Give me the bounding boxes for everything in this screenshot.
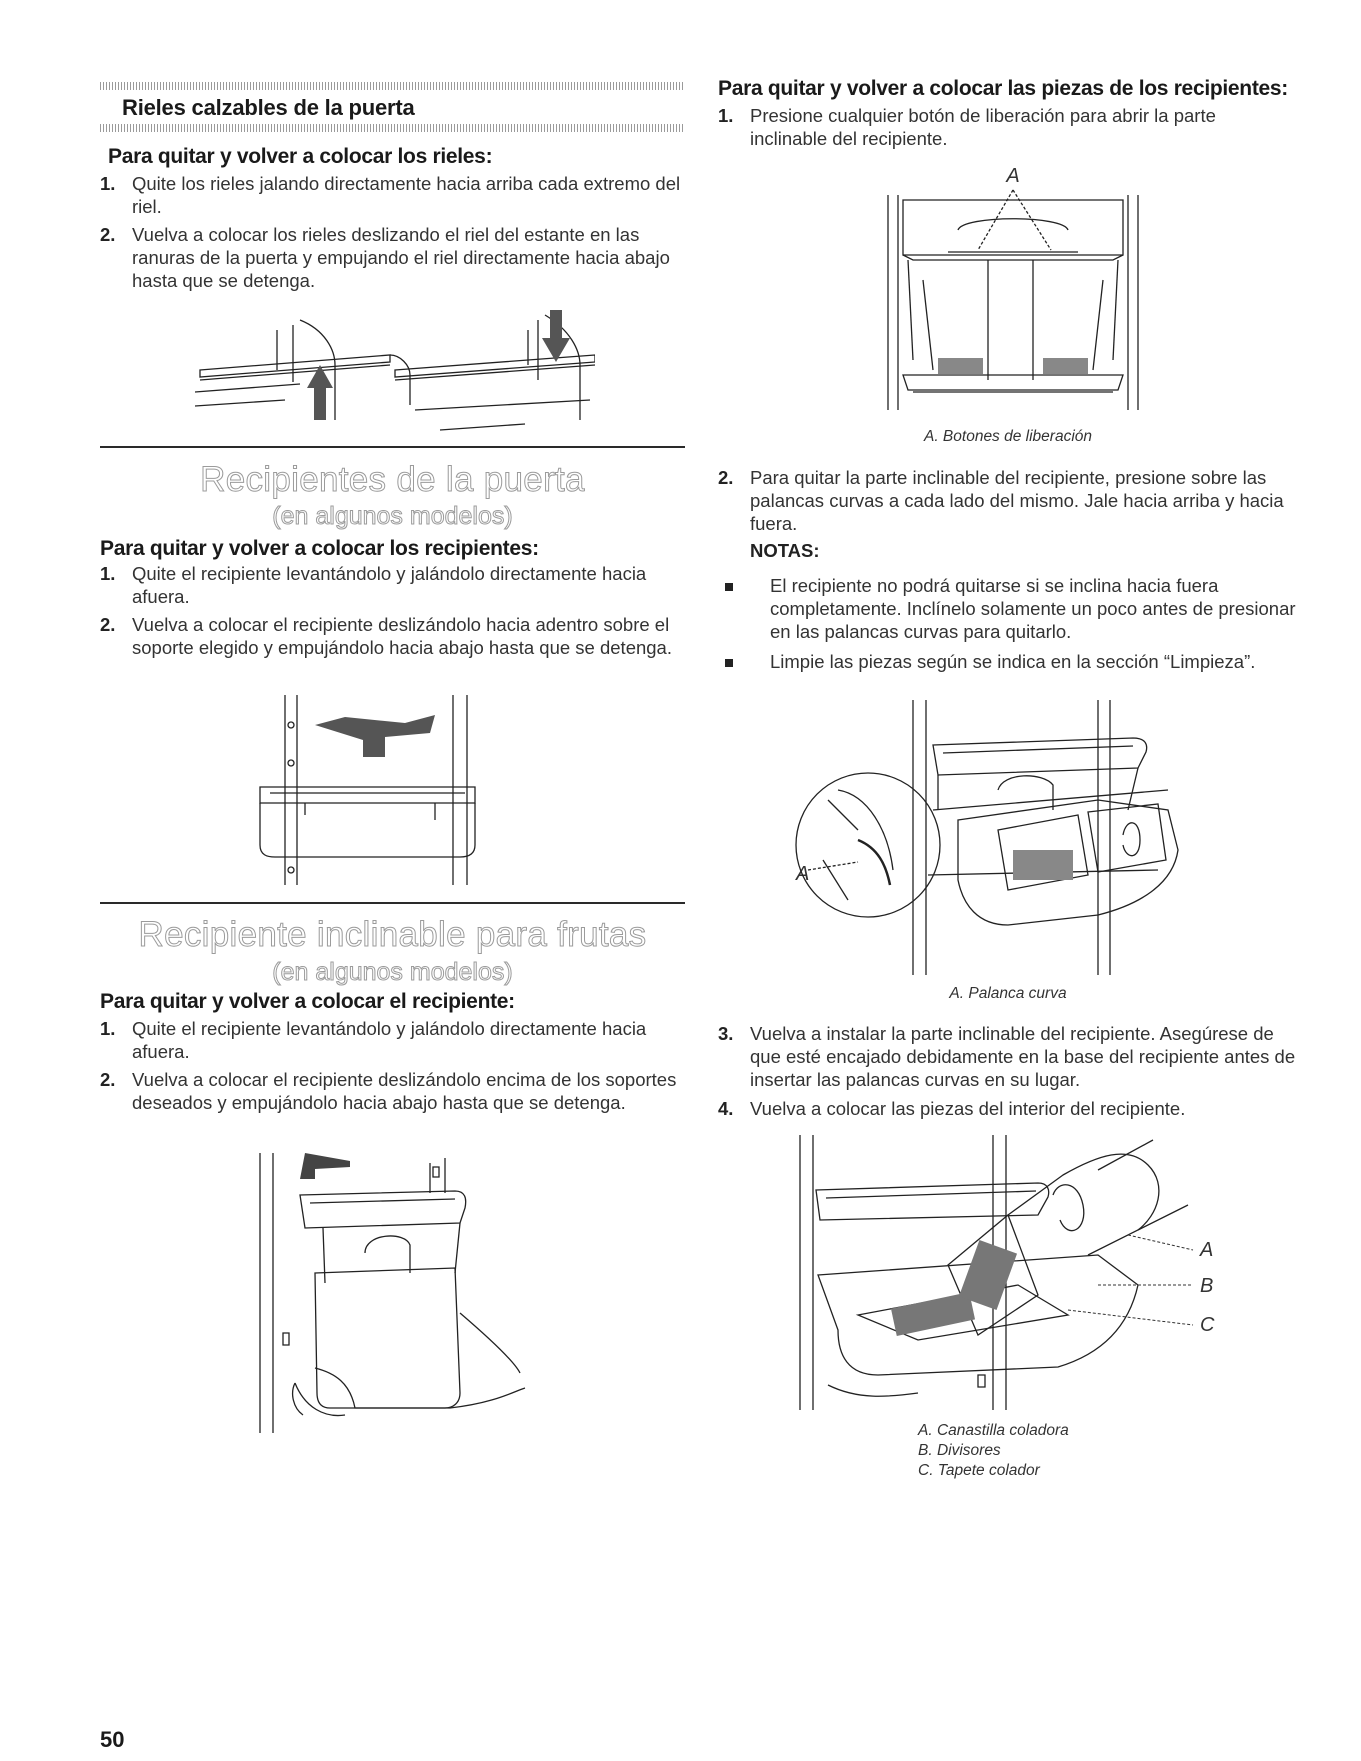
parts-step-4: 4.Vuelva a colocar las piezas del interi… [718, 1098, 1186, 1119]
door-bins-steps: 1.Quite el recipiente levantándolo y jal… [100, 562, 685, 659]
subtitle-door-bins: Para quitar y volver a colocar los recip… [100, 537, 539, 560]
fig3-label-a: A [1199, 1239, 1213, 1261]
notes-title: NOTAS: [750, 540, 820, 561]
subtitle-bin-parts: Para quitar y volver a colocar las pieza… [718, 77, 1288, 100]
fig3-caption-a: A. Canastilla coladora [918, 1422, 1069, 1439]
door-bin-illustration [255, 695, 525, 885]
rails-steps: 1.Quite los rieles jalando directamente … [100, 172, 685, 292]
fig3-label-c: C [1200, 1314, 1215, 1336]
section-title-fruit-bin: Recipiente inclinable para frutas [138, 915, 647, 955]
fruit-bin-step-1: 1.Quite el recipiente levantándolo y jal… [100, 1018, 647, 1062]
fruit-bin-illustration [255, 1153, 635, 1433]
door-bins-step-1: 1.Quite el recipiente levantándolo y jal… [100, 563, 647, 607]
subtitle-fruit-bin: Para quitar y volver a colocar el recipi… [100, 990, 515, 1013]
section-header-rule-top [100, 82, 685, 90]
section-title-door-bins: Recipientes de la puerta [200, 460, 585, 500]
fruit-bin-models-note: (en algunos modelos) [272, 958, 513, 987]
fig3-label-b: B [1200, 1275, 1213, 1297]
parts-step-3: 3.Vuelva a instalar la parte inclinable … [718, 1023, 1296, 1090]
page-number: 50 [100, 1727, 125, 1752]
bullet-square-icon [725, 659, 733, 667]
fig3-caption-b: B. Divisores [918, 1442, 1001, 1459]
door-bins-step-2: 2.Vuelva a colocar el recipiente deslizá… [100, 614, 672, 658]
section-divider-1 [100, 446, 685, 448]
parts-step-1: 1.Presione cualquier botón de liberación… [718, 105, 1216, 149]
rails-illustration [195, 310, 595, 440]
fruit-bin-steps: 1.Quite el recipiente levantándolo y jal… [100, 1017, 685, 1114]
note-item: Limpie las piezas según se indica en la … [718, 650, 1298, 673]
subtitle-rails: Para quitar y volver a colocar los riele… [108, 145, 493, 168]
notes-list: El recipiente no podrá quitarse si se in… [718, 574, 1298, 673]
parts-step-2: 2.Para quitar la parte inclinable del re… [718, 467, 1284, 534]
section-title-rails: Rieles calzables de la puerta [122, 95, 415, 120]
rails-step-2: 2.Vuelva a colocar los rieles deslizando… [100, 224, 670, 291]
section-header-rule-bottom [100, 124, 685, 132]
fig1-caption: A. Botones de liberación [923, 428, 1093, 445]
fig2-caption: A. Palanca curva [949, 985, 1067, 1002]
section-divider-2 [100, 902, 685, 904]
fig3-caption-c: C. Tapete colador [918, 1462, 1040, 1479]
release-buttons-illustration: A [883, 165, 1143, 415]
note-item: El recipiente no podrá quitarse si se in… [718, 574, 1298, 643]
bullet-square-icon [725, 583, 733, 591]
strainer-parts-illustration: A B C [798, 1135, 1215, 1410]
fruit-bin-step-2: 2.Vuelva a colocar el recipiente deslizá… [100, 1069, 677, 1113]
curved-lever-illustration: A [795, 700, 1238, 975]
rails-step-1: 1.Quite los rieles jalando directamente … [100, 173, 681, 217]
fig3-captions: A. Canastilla coladora B. Divisores C. T… [918, 1422, 1069, 1480]
door-bins-models-note: (en algunos modelos) [272, 502, 513, 531]
fig1-label-a: A [1005, 165, 1019, 187]
